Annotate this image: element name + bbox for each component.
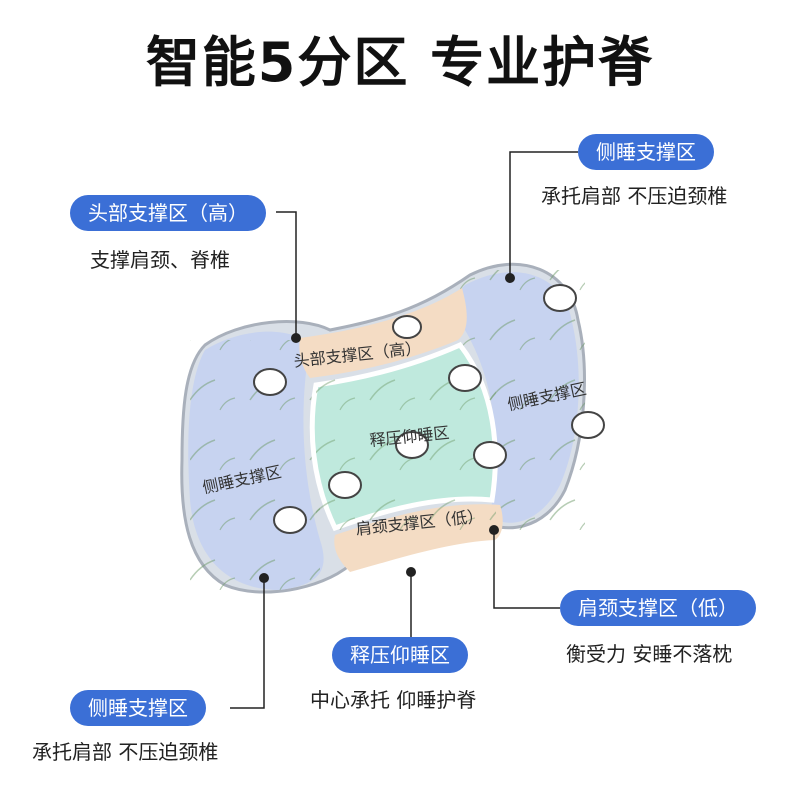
- head-zone-desc: 支撑肩颈、脊椎: [90, 248, 230, 272]
- side-zone-bottom-badge: 侧睡支撑区: [70, 690, 206, 726]
- leader-lines: [230, 151, 578, 709]
- panda-icon: [253, 284, 605, 534]
- center-zone-badge: 释压仰睡区: [332, 637, 468, 673]
- side-zone-top-desc: 承托肩部 不压迫颈椎: [541, 184, 728, 208]
- page-title: 智能5分区 专业护脊: [145, 31, 655, 94]
- leader-dots: [259, 273, 515, 583]
- head-zone-badge: 头部支撑区（高）: [70, 195, 266, 231]
- side-zone-bottom-desc: 承托肩部 不压迫颈椎: [32, 740, 219, 764]
- side-zone-top-badge: 侧睡支撑区: [578, 134, 714, 170]
- neck-zone-desc: 衡受力 安睡不落枕: [566, 642, 733, 666]
- center-zone-desc: 中心承托 仰睡护脊: [310, 688, 477, 712]
- neck-zone-badge: 肩颈支撑区（低）: [560, 590, 756, 626]
